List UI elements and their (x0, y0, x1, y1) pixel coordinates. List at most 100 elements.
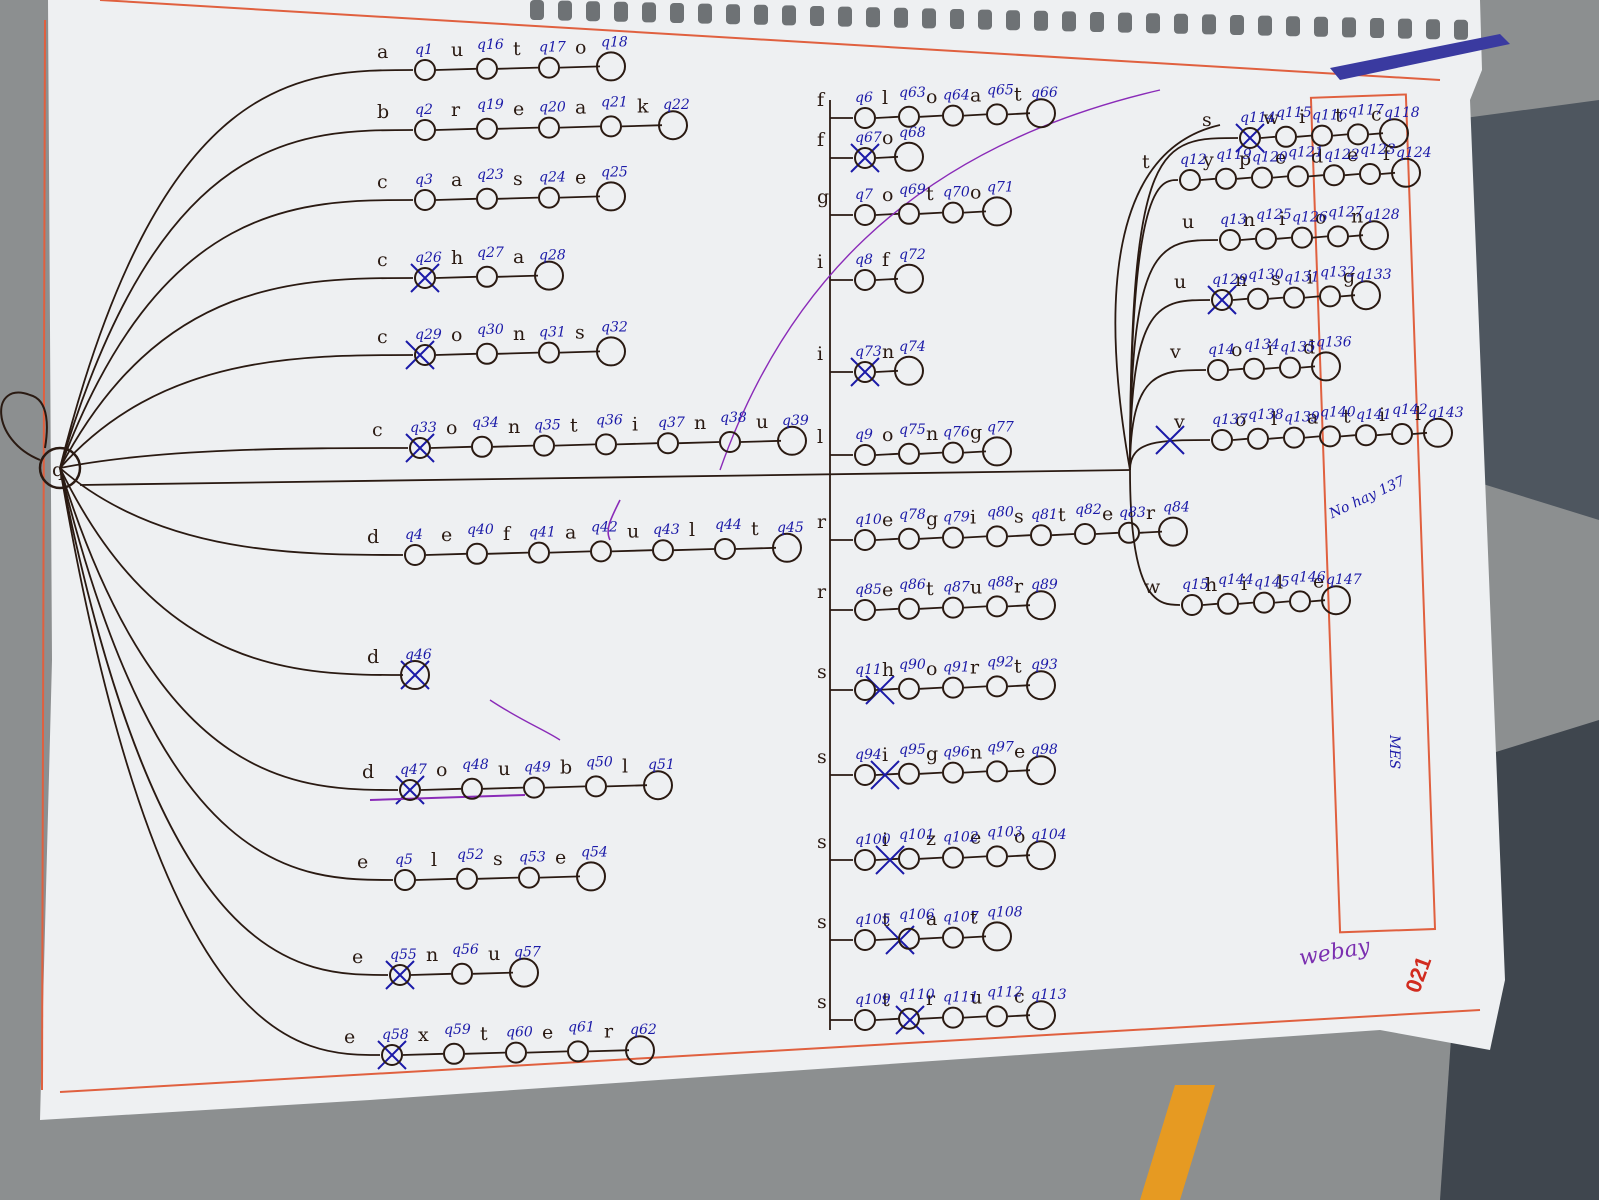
start-state-circle (38, 446, 82, 490)
state-label: q136 (1316, 334, 1352, 350)
transition-char: u (970, 987, 982, 1009)
state-node (854, 599, 876, 621)
transition-edge (430, 445, 472, 449)
transition-char: i (970, 507, 976, 529)
entry-char-label: e (344, 1026, 355, 1048)
cross-mark (385, 960, 415, 990)
transition-char: o (970, 182, 981, 204)
cross-mark (1235, 123, 1265, 153)
state-label: q91 (943, 660, 970, 676)
state-node (942, 676, 964, 699)
state-label: q78 (899, 507, 926, 523)
entry-edge (1129, 439, 1211, 471)
state-label: q61 (568, 1019, 595, 1035)
state-node (596, 51, 626, 82)
entry-edge (1129, 179, 1179, 471)
state-node (443, 1042, 465, 1065)
state-node (1327, 225, 1349, 248)
transition-char: s (1271, 268, 1281, 290)
state-label: q138 (1248, 407, 1284, 423)
transition-char: o (926, 658, 937, 680)
transition-char: x (418, 1024, 429, 1046)
state-node (1311, 124, 1333, 147)
cross-mark (870, 760, 900, 790)
state-node (1283, 286, 1305, 309)
transition-char: n (1351, 205, 1363, 227)
state-label: q147 (1326, 572, 1362, 588)
transition-char: e (882, 579, 893, 601)
annotation-arrow (489, 699, 561, 741)
state-node (1251, 166, 1273, 189)
state-label: q120 (1252, 150, 1288, 166)
self-loop-arrow (0, 391, 48, 461)
transition-char: i (882, 744, 888, 766)
state-node (1239, 127, 1261, 149)
spiral-hole (1426, 19, 1440, 40)
state-label: q94 (855, 747, 882, 763)
state-label: q146 (1290, 569, 1326, 585)
state-node (476, 57, 498, 80)
state-node (1391, 423, 1413, 445)
state-node (942, 926, 964, 949)
state-label: q102 (943, 830, 979, 846)
state-node (1026, 840, 1056, 871)
state-node (898, 677, 920, 700)
transition-char: r (970, 657, 980, 679)
transition-char: c (1014, 985, 1025, 1007)
transition-char: i (632, 413, 638, 435)
spiral-hole (1342, 17, 1356, 38)
state-node (942, 596, 964, 619)
transition-char: i (1299, 106, 1305, 128)
state-node (451, 962, 473, 985)
state-node (505, 1041, 527, 1064)
transition-char: t (882, 989, 890, 1011)
state-node (1118, 521, 1140, 544)
margin-box-right (1309, 93, 1437, 934)
transition-char: t (882, 909, 890, 931)
entry-char-label: d (362, 761, 374, 783)
state-node (982, 436, 1012, 467)
state-label: q71 (987, 179, 1014, 195)
state-node (1217, 592, 1239, 615)
sheet-mark: MES (1386, 734, 1402, 769)
transition-edge (472, 971, 514, 975)
transition-char: t (480, 1023, 488, 1045)
transition-edge (919, 211, 943, 215)
state-node (942, 201, 964, 224)
state-label: q66 (1031, 85, 1058, 101)
transition-edge (497, 351, 539, 355)
state-node (576, 861, 606, 892)
transition-char: e (1313, 570, 1324, 592)
state-node (898, 105, 920, 128)
transition-char: r (1014, 575, 1024, 597)
transition-edge (559, 195, 601, 199)
paper-sheet (40, 0, 1505, 1120)
transition-edge (919, 936, 943, 940)
transition-char: e (1347, 144, 1358, 166)
transition-char: n (970, 742, 982, 764)
transition-char: t (1058, 504, 1066, 526)
transition-edge (875, 115, 899, 119)
state-label: q69 (899, 182, 926, 198)
state-node (1026, 670, 1056, 701)
transition-char: a (513, 246, 524, 268)
state-label: q49 (524, 760, 551, 776)
state-label: q18 (601, 34, 628, 50)
transition-edge (1240, 237, 1256, 241)
transition-edge (963, 770, 987, 774)
transition-char: u (451, 39, 463, 61)
state-label: q8 (855, 252, 873, 268)
transition-edge (497, 196, 539, 200)
transition-char: t (926, 183, 934, 205)
state-label: q111 (943, 990, 979, 1006)
state-label: q74 (899, 339, 926, 355)
transition-char: g (970, 422, 982, 444)
spiral-hole (1062, 11, 1076, 32)
state-label: q73 (855, 344, 882, 360)
transition-char: a (565, 522, 576, 544)
transition-edge (919, 856, 943, 860)
state-node (643, 770, 673, 801)
state-node (1026, 1000, 1056, 1031)
state-label: q32 (601, 319, 628, 335)
